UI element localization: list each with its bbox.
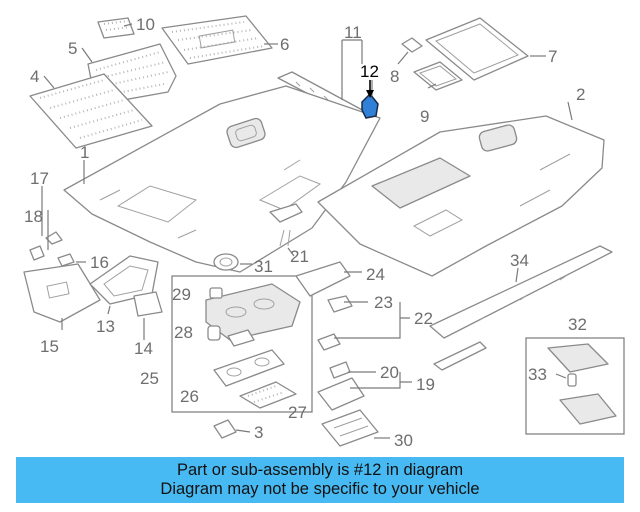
callout-22: 22 (414, 309, 433, 328)
callout-29: 29 (172, 285, 191, 304)
banner-line-1: Part or sub-assembly is #12 in diagram (176, 461, 464, 479)
callout-6: 6 (280, 35, 289, 54)
callout-15: 15 (40, 337, 59, 356)
group-box-32 (525, 337, 625, 435)
callout-27: 27 (288, 403, 307, 422)
banner-line-2: Diagram may not be specific to your vehi… (160, 480, 480, 498)
leader-lines (41, 23, 573, 439)
part-15-sun-visor (23, 263, 101, 323)
callout-25: 25 (140, 369, 159, 388)
callout-21: 21 (290, 247, 309, 266)
callout-24: 24 (366, 265, 385, 284)
part-34 (429, 245, 613, 371)
part-24 (295, 261, 351, 297)
part-26 (213, 349, 285, 387)
callout-28: 28 (174, 323, 193, 342)
part-30 (321, 409, 379, 447)
callout-34: 34 (510, 251, 529, 270)
part-27 (239, 381, 297, 409)
part-13 (89, 255, 159, 305)
part-21 (269, 203, 303, 247)
part-4 (29, 73, 153, 149)
callout-2: 2 (576, 85, 585, 104)
part-31 (213, 253, 239, 271)
part-25-console (205, 283, 301, 347)
part-1-headliner (63, 85, 381, 273)
callout-18: 18 (24, 207, 43, 226)
callout-9: 9 (420, 107, 429, 126)
callout-8: 8 (390, 67, 399, 86)
callout-10: 10 (136, 15, 155, 34)
highlight-arrow-12 (366, 80, 374, 98)
part-9 (413, 61, 463, 91)
part-32 (547, 343, 617, 425)
part-3 (213, 419, 237, 439)
callout-26: 26 (180, 387, 199, 406)
callout-23: 23 (374, 293, 393, 312)
callout-labels: 10 6 5 4 11 12 8 9 7 2 1 17 18 16 15 13 … (24, 15, 587, 450)
part-29 (209, 287, 223, 299)
part-10 (97, 17, 135, 39)
callout-13: 13 (96, 317, 115, 336)
part-17-18-clips (29, 231, 75, 267)
callout-14: 14 (134, 339, 153, 358)
part-23 (317, 295, 353, 351)
callout-19: 19 (416, 375, 435, 394)
part-6 (161, 15, 273, 65)
part-14 (133, 291, 163, 317)
part-2-headliner (317, 115, 605, 277)
callout-33: 33 (528, 365, 547, 384)
callout-7: 7 (548, 47, 557, 66)
callout-30: 30 (394, 431, 413, 450)
callout-11: 11 (344, 23, 362, 42)
callout-17: 17 (30, 169, 49, 188)
callout-1: 1 (80, 143, 89, 162)
callout-3: 3 (254, 423, 263, 442)
part-28 (207, 325, 221, 341)
callout-4: 4 (30, 67, 39, 86)
part-20 (329, 361, 351, 379)
callout-16: 16 (90, 253, 109, 272)
callout-32: 32 (568, 315, 587, 334)
group-box-25 (171, 275, 313, 413)
callout-31: 31 (254, 257, 273, 276)
part-7 (425, 17, 529, 81)
part-33 (567, 373, 577, 387)
part-19 (317, 377, 365, 411)
parts-diagram: 10 6 5 4 11 12 8 9 7 2 1 17 18 16 15 13 … (23, 15, 625, 450)
part-8 (401, 37, 423, 53)
callout-5: 5 (68, 39, 77, 58)
info-banner: Part or sub-assembly is #12 in diagram D… (16, 457, 624, 503)
callout-20: 20 (380, 363, 399, 382)
callout-12: 12 (360, 62, 379, 81)
